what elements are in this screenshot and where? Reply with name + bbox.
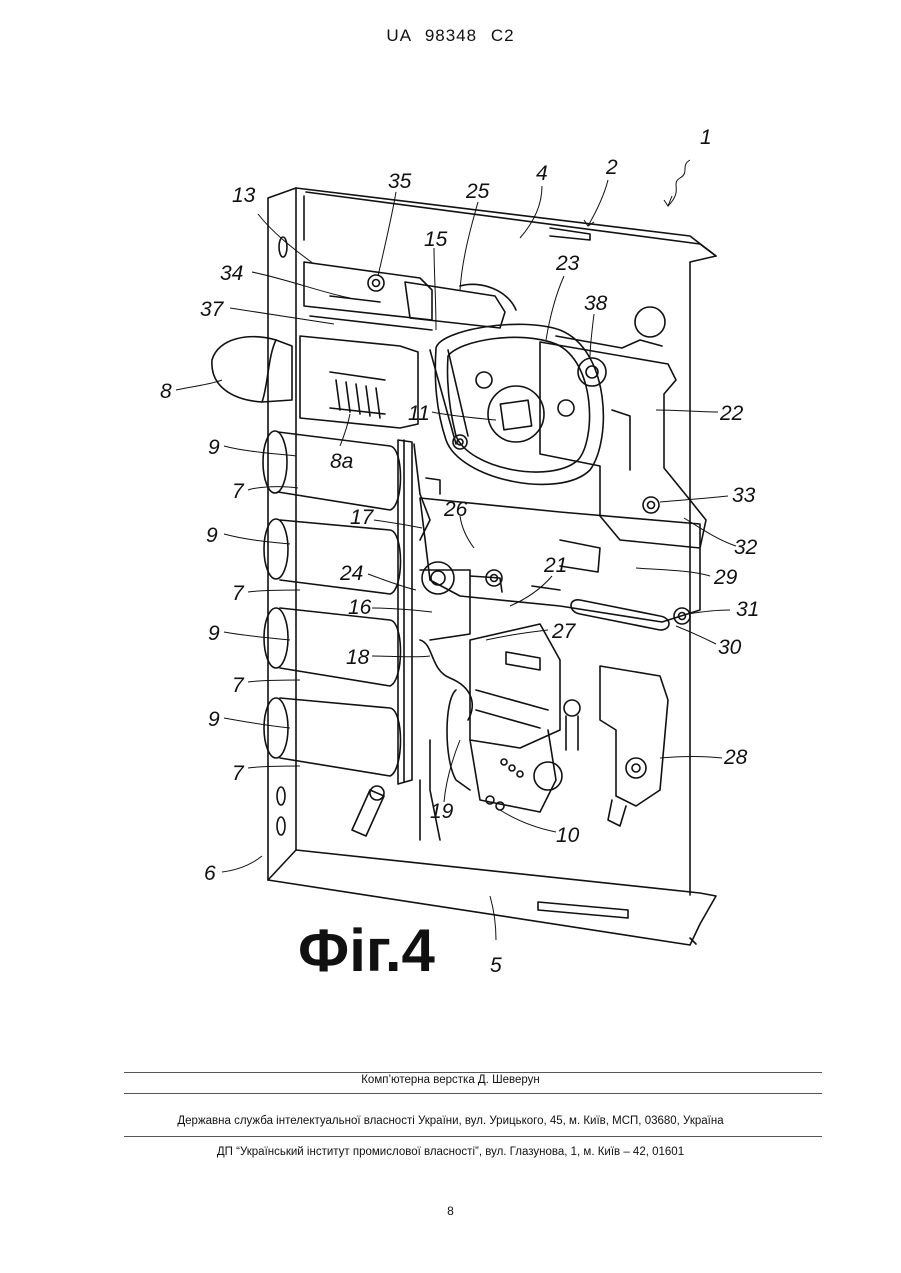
label-1: 1	[700, 126, 712, 149]
label-8: 8	[160, 380, 172, 403]
label-9-c: 9	[208, 622, 220, 645]
label-16: 16	[348, 596, 372, 619]
label-33: 33	[732, 484, 756, 507]
label-21: 21	[543, 554, 567, 577]
footer-institute: ДП “Український інститут промислової вла…	[0, 1146, 901, 1158]
page-number: 8	[0, 1204, 901, 1218]
label-22: 22	[719, 402, 744, 425]
label-37: 37	[200, 298, 225, 321]
label-7-c: 7	[232, 674, 245, 697]
label-38: 38	[584, 292, 608, 315]
label-30: 30	[718, 636, 742, 659]
label-34: 34	[220, 262, 243, 285]
label-9-a: 9	[208, 436, 220, 459]
label-9-b: 9	[206, 524, 218, 547]
label-7-a: 7	[232, 480, 245, 503]
label-25: 25	[465, 180, 490, 203]
label-11: 11	[408, 402, 430, 425]
footer-divider-top	[124, 1072, 822, 1073]
label-6: 6	[204, 862, 216, 885]
label-10: 10	[556, 824, 580, 847]
label-29: 29	[713, 566, 738, 589]
label-32: 32	[734, 536, 758, 559]
label-27: 27	[551, 620, 577, 643]
footer-divider-bottom	[124, 1136, 822, 1137]
label-19: 19	[430, 800, 454, 823]
label-17: 17	[350, 506, 375, 529]
label-9-d: 9	[208, 708, 220, 731]
label-35: 35	[388, 170, 412, 193]
label-15: 15	[424, 228, 448, 251]
label-13: 13	[232, 184, 256, 207]
footer-publisher: Державна служба інтелектуальної власност…	[0, 1115, 901, 1127]
label-26: 26	[443, 498, 468, 521]
label-28: 28	[723, 746, 748, 769]
label-31: 31	[736, 598, 759, 621]
label-24: 24	[339, 562, 363, 585]
label-8a: 8a	[330, 450, 353, 473]
figure-caption: Фіг.4	[298, 916, 435, 985]
label-2: 2	[605, 156, 618, 179]
label-18: 18	[346, 646, 370, 669]
footer-typesetter: Комп’ютерна верстка Д. Шеверун	[0, 1074, 901, 1086]
label-5: 5	[490, 954, 502, 977]
label-7-b: 7	[232, 582, 245, 605]
label-4: 4	[536, 162, 548, 185]
footer-divider-middle	[124, 1093, 822, 1094]
label-7-d: 7	[232, 762, 245, 785]
label-23: 23	[555, 252, 580, 275]
